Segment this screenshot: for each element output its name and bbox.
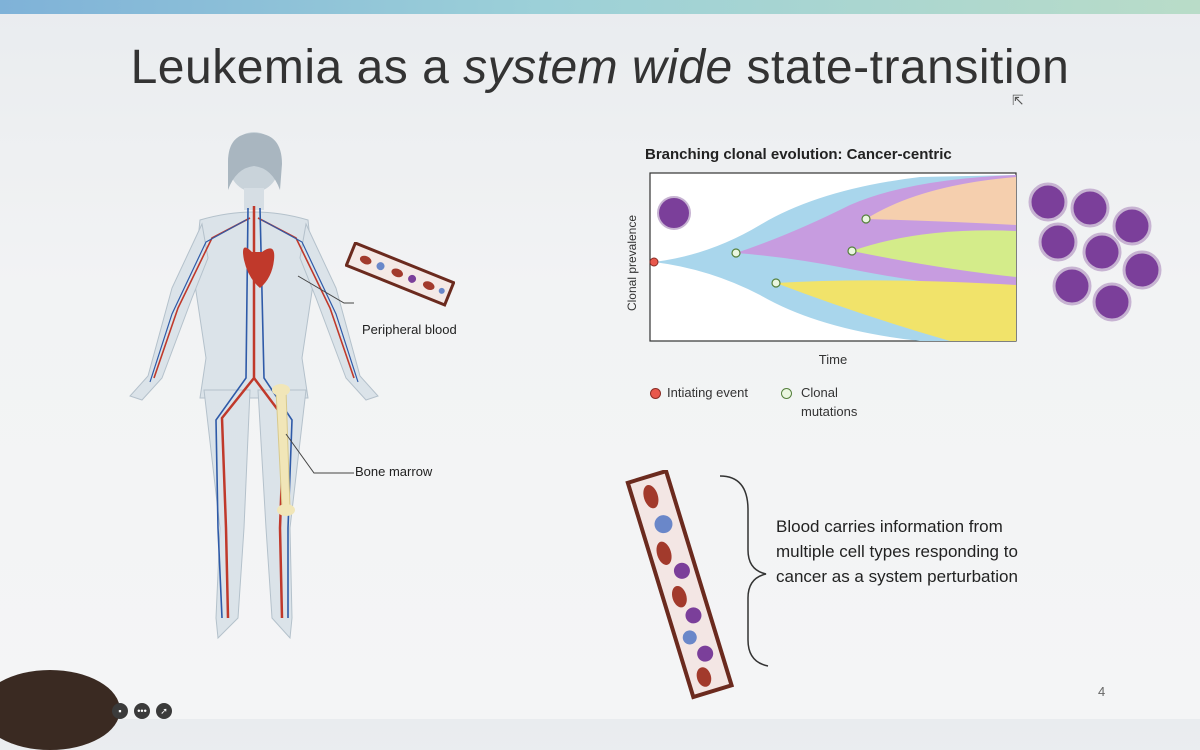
legend-clonal-label-line1: Clonal (801, 385, 838, 400)
legend-clonal-dot (781, 388, 792, 399)
clonal-mutation-dot (731, 248, 741, 258)
legend-initiating-dot (650, 388, 661, 399)
blood-vessel-small-illustration (345, 242, 455, 307)
pointer-icon[interactable]: ➚ (156, 703, 172, 719)
legend-initiating-label: Intiating event (667, 385, 748, 400)
blood-vessel-large-illustration (625, 470, 769, 700)
chart-title: Branching clonal evolution: Cancer-centr… (645, 146, 952, 163)
leukemia-cell (1092, 282, 1132, 322)
initiating-event-dot (649, 257, 659, 267)
chart-xlabel: Time (819, 352, 847, 367)
top-accent-bar (0, 0, 1200, 14)
more-icon[interactable]: ••• (134, 703, 150, 719)
leukemia-cell (1028, 182, 1068, 222)
leukemia-cell (1070, 188, 1110, 228)
leukemia-cell (1082, 232, 1122, 272)
clone-area-green (852, 230, 1016, 277)
clonal-mutation-dot (771, 278, 781, 288)
human-body-illustration (129, 132, 379, 640)
taskbar: ▪ ••• ➚ (112, 703, 172, 719)
clonal-mutation-dot (847, 246, 857, 256)
bracket (719, 475, 769, 667)
caption-text: Blood carries information from multiple … (776, 517, 1018, 586)
bone-marrow-label: Bone marrow (355, 464, 433, 479)
leukemia-cell (1052, 266, 1092, 306)
page-number: 4 (1098, 684, 1106, 699)
leukemia-cell (1112, 206, 1152, 246)
chart-ylabel: Clonal prevalence (625, 215, 639, 311)
clone-area-yellow (776, 280, 1016, 341)
camera-icon[interactable]: ▪ (112, 703, 128, 719)
leukemia-cell-cluster (1028, 182, 1162, 322)
leukemia-cell (1122, 250, 1162, 290)
peripheral-blood-label: Peripheral blood (362, 322, 457, 337)
clone-area-peach (866, 177, 1016, 225)
clonal-mutation-dot (861, 214, 871, 224)
initial-cell (657, 196, 691, 230)
legend-clonal-label-line2: mutations (801, 404, 858, 419)
mouse-cursor-icon: ⇱ (1012, 92, 1024, 108)
clonal-evolution-chart: Clonal prevalence Time (625, 172, 1017, 367)
audience-head-foreground (0, 670, 120, 750)
slide-title: Leukemia as a system wide state-transiti… (130, 41, 1070, 94)
leukemia-cell (1038, 222, 1078, 262)
